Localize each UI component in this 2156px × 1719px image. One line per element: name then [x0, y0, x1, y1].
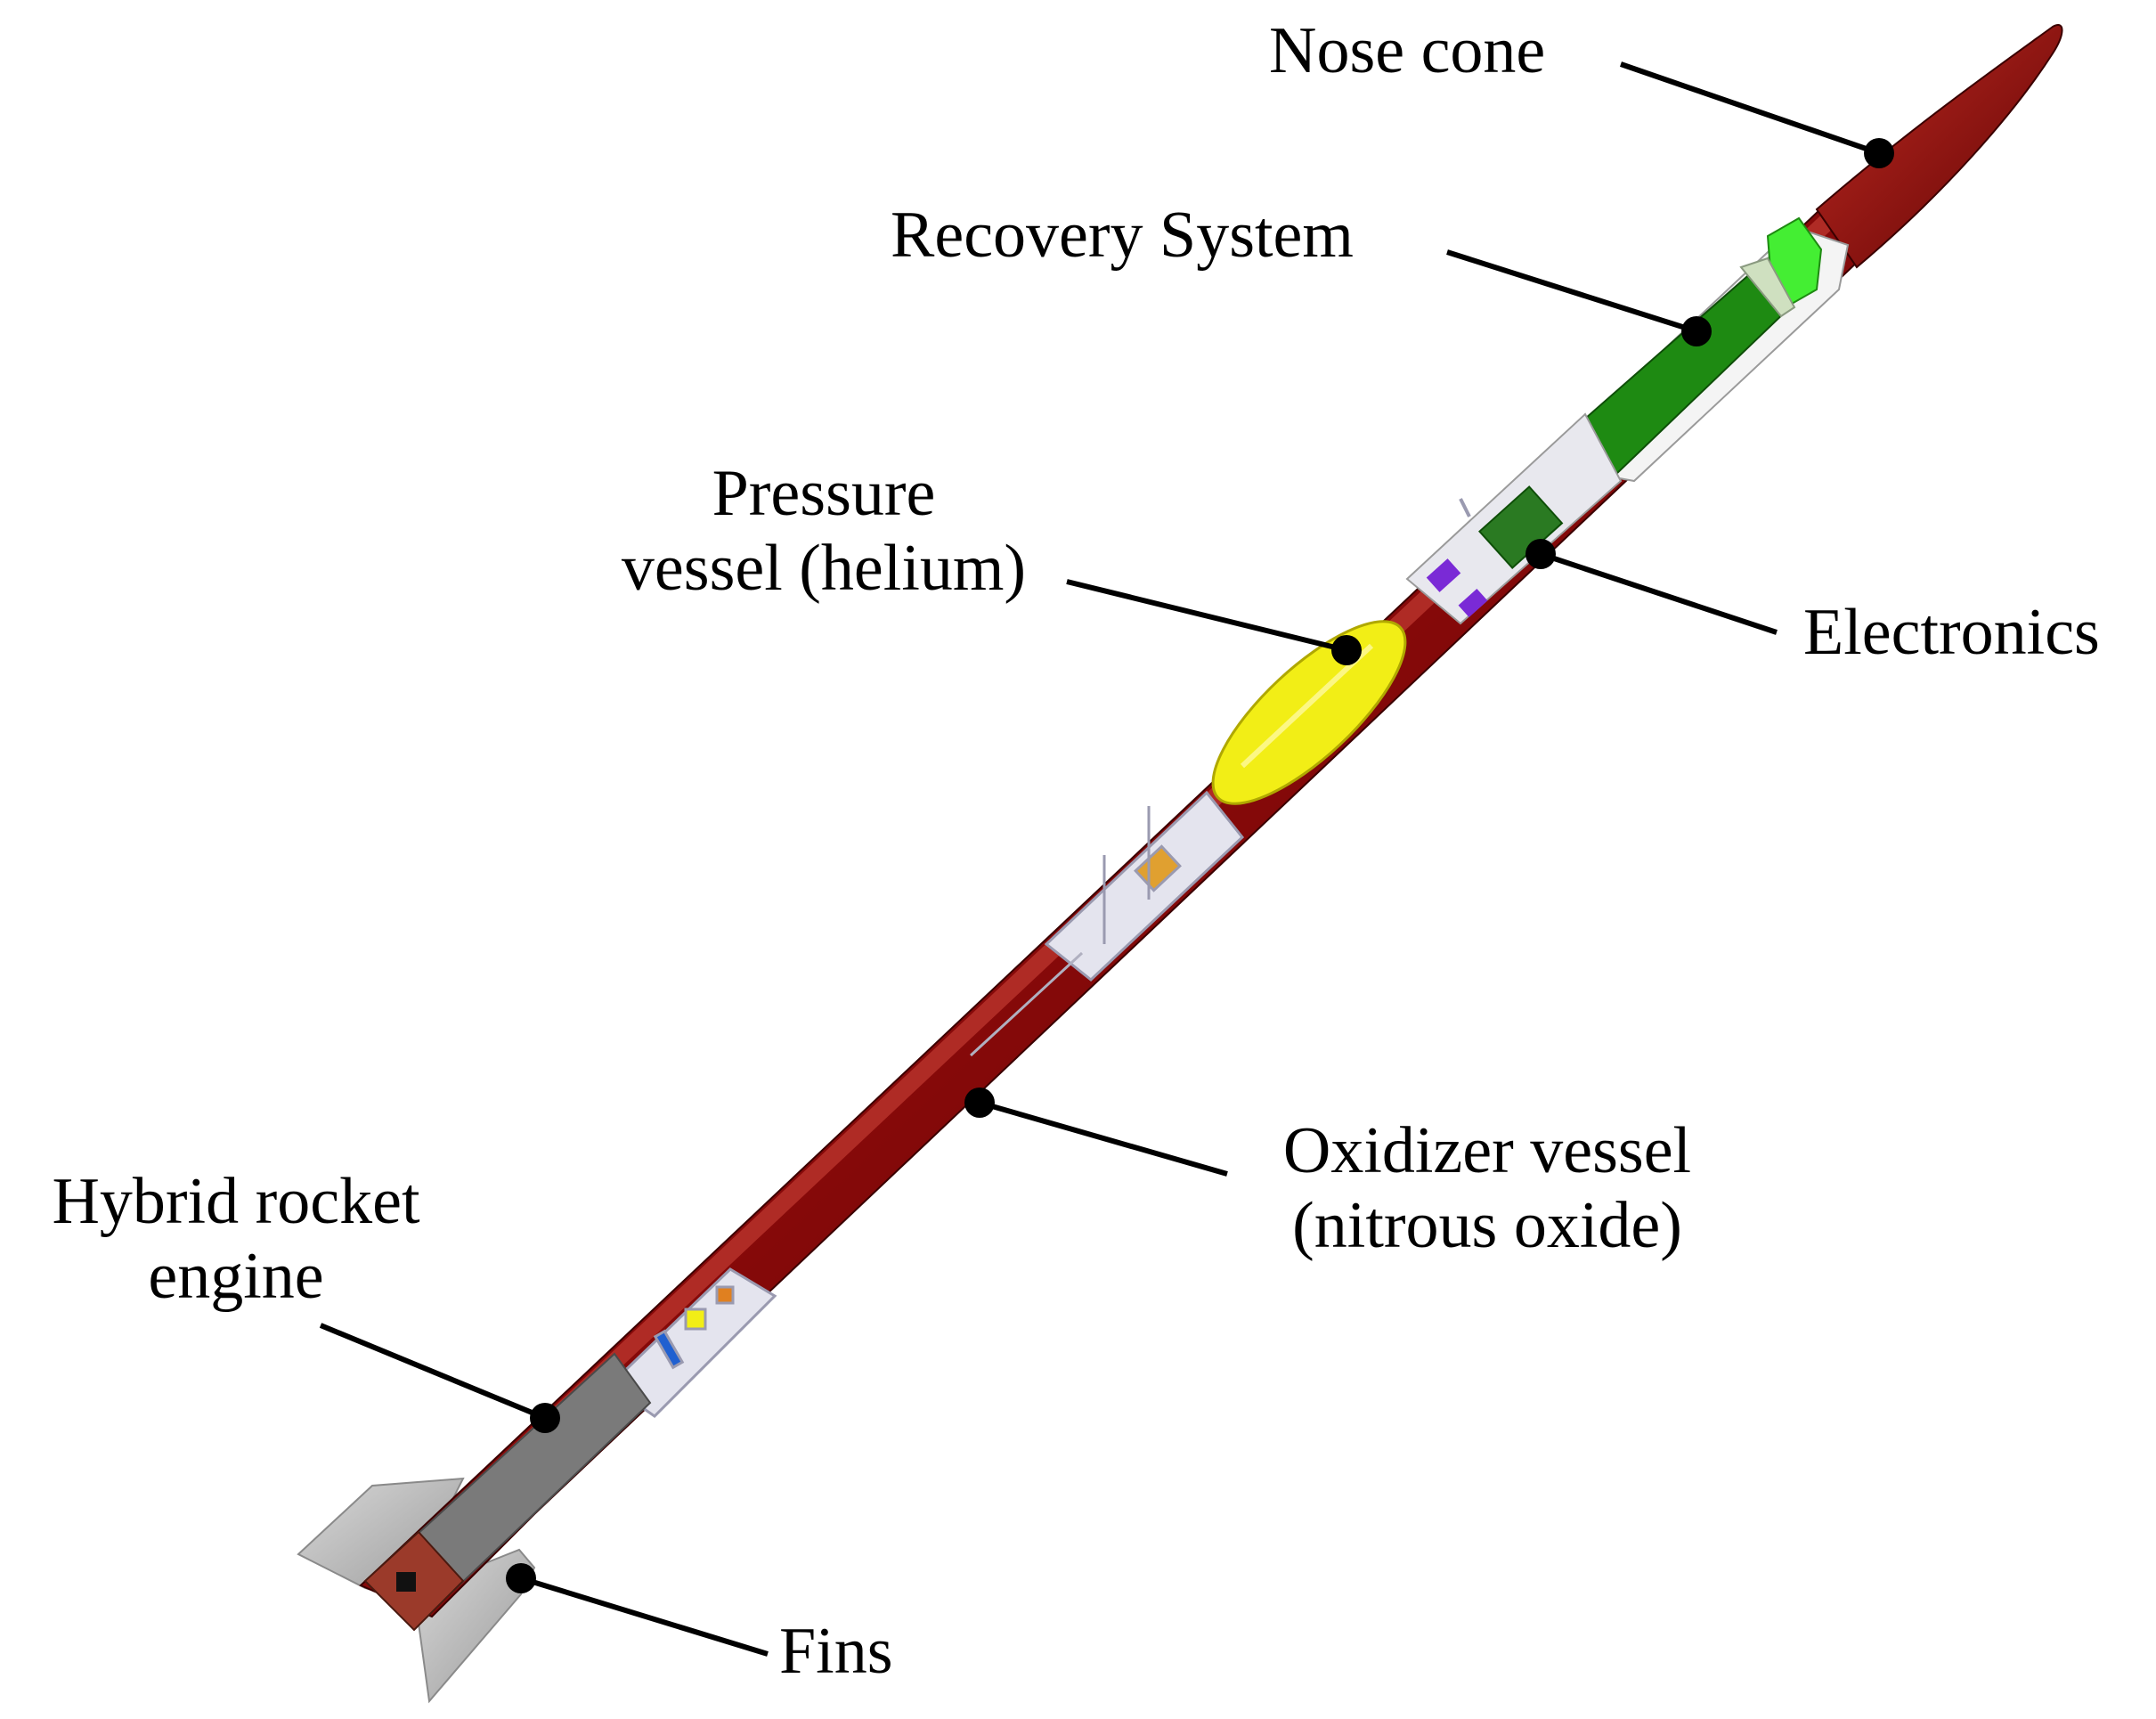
- dot-recovery: [1681, 316, 1712, 346]
- leader-engine: [319, 1323, 547, 1421]
- electronics-antenna: [1459, 498, 1471, 517]
- recovery-pad: [1739, 257, 1796, 318]
- dot-engine: [530, 1403, 560, 1433]
- dot-oxidizer: [964, 1088, 995, 1118]
- pressure-vessel: [1211, 620, 1407, 805]
- recovery-parachute: [1583, 257, 1792, 478]
- label-electronics: Electronics: [1803, 595, 2100, 670]
- label-nose-cone-text: Nose cone: [1269, 14, 1546, 87]
- label-pressure-vessel: Pressure vessel (helium): [574, 456, 1073, 606]
- label-fins: Fins: [779, 1614, 893, 1689]
- helium-tank-highlight: [1240, 643, 1374, 769]
- label-recovery-system-text: Recovery System: [891, 199, 1354, 272]
- helium-tank: [1211, 620, 1407, 805]
- plumbing-frame: [1044, 790, 1245, 982]
- oxidizer-dip-tube: [969, 951, 1084, 1057]
- label-pressure-vessel-line1: Pressure: [712, 457, 936, 530]
- dot-electronics: [1525, 539, 1556, 569]
- label-electronics-text: Electronics: [1803, 596, 2100, 669]
- label-hybrid-engine-line2: engine: [148, 1240, 324, 1313]
- label-hybrid-engine-line1: Hybrid rocket: [52, 1165, 420, 1238]
- label-oxidizer-vessel: Oxidizer vessel (nitrous oxide): [1229, 1113, 1745, 1263]
- leader-lines: [319, 61, 1880, 1657]
- hybrid-engine: [363, 1352, 652, 1632]
- nose-cone: [1815, 24, 2063, 269]
- leader-electronics: [1540, 551, 1778, 635]
- dot-nose-cone: [1864, 138, 1894, 168]
- label-nose-cone: Nose cone: [1269, 13, 1545, 88]
- injector-valve-yellow: [684, 1308, 707, 1331]
- electronics-chip-2: [1458, 588, 1488, 618]
- label-pressure-vessel-line2: vessel (helium): [621, 532, 1027, 605]
- leader-fins: [520, 1576, 769, 1657]
- engine-nozzle-exit: [396, 1572, 416, 1592]
- electronics-bay: [1405, 412, 1623, 625]
- label-recovery-system: Recovery System: [891, 198, 1354, 273]
- leader-nose-cone: [1620, 61, 1880, 156]
- leader-recovery: [1446, 249, 1697, 334]
- dot-pressure: [1331, 635, 1362, 665]
- injector-valve-blue: [653, 1329, 685, 1370]
- label-oxidizer-vessel-line1: Oxidizer vessel: [1282, 1114, 1692, 1187]
- label-oxidizer-vessel-line2: (nitrous oxide): [1292, 1189, 1682, 1262]
- leader-pressure: [1066, 579, 1347, 653]
- leader-dots: [506, 138, 1894, 1593]
- electronics-chip: [1426, 558, 1461, 592]
- leader-oxidizer: [979, 1100, 1228, 1177]
- dot-fins: [506, 1563, 536, 1593]
- label-hybrid-engine: Hybrid rocket engine: [13, 1164, 459, 1314]
- injector-valve-orange: [715, 1285, 735, 1305]
- label-fins-text: Fins: [779, 1615, 893, 1688]
- recovery-system: [1579, 216, 1850, 483]
- plumbing-section: [1044, 790, 1245, 982]
